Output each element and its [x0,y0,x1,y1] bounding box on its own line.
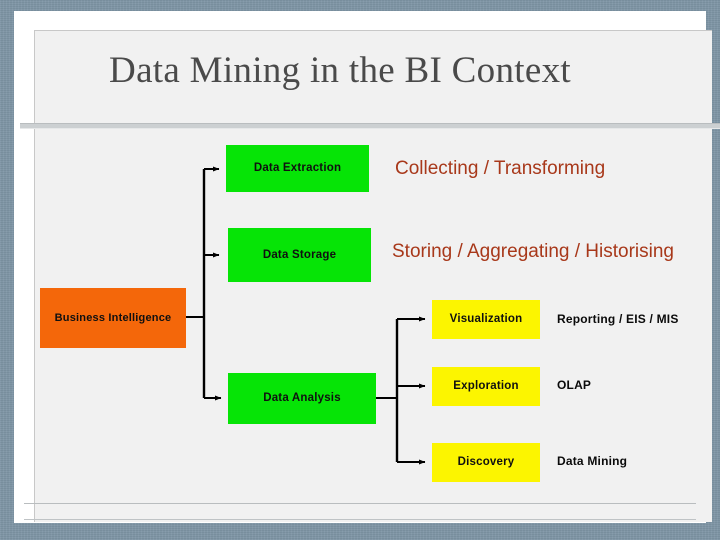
label-collecting-transforming: Collecting / Transforming [395,158,606,179]
page-title: Data Mining in the BI Context [109,50,571,91]
node-label: Business Intelligence [54,311,172,324]
title-zone: Data Mining in the BI Context [20,19,698,124]
label-reporting-eis-mis: Reporting / EIS / MIS [557,312,679,326]
node-exploration[interactable]: Exploration [432,367,540,406]
label-olap: OLAP [557,378,592,392]
node-data-extraction[interactable]: Data Extraction [226,145,369,192]
node-label: Data Analysis [263,392,341,405]
node-business-intelligence[interactable]: Business Intelligence [40,288,186,348]
node-visualization[interactable]: Visualization [432,300,540,339]
node-data-analysis[interactable]: Data Analysis [228,373,376,424]
node-label: Visualization [449,313,523,326]
node-label: Discovery [457,456,515,469]
node-label: Data Extraction [253,162,342,175]
label-storing-aggregating-historising: Storing / Aggregating / Historising [392,241,674,262]
node-data-storage[interactable]: Data Storage [228,228,371,282]
label-data-mining: Data Mining [557,454,628,468]
node-discovery[interactable]: Discovery [432,443,540,482]
node-label: Exploration [453,380,519,393]
title-separator [20,123,720,129]
slide-canvas [34,30,712,522]
slide-card [14,11,712,523]
footer-rule-bottom [24,519,696,520]
node-label: Data Storage [262,248,337,261]
footer-rule-top [24,503,696,504]
